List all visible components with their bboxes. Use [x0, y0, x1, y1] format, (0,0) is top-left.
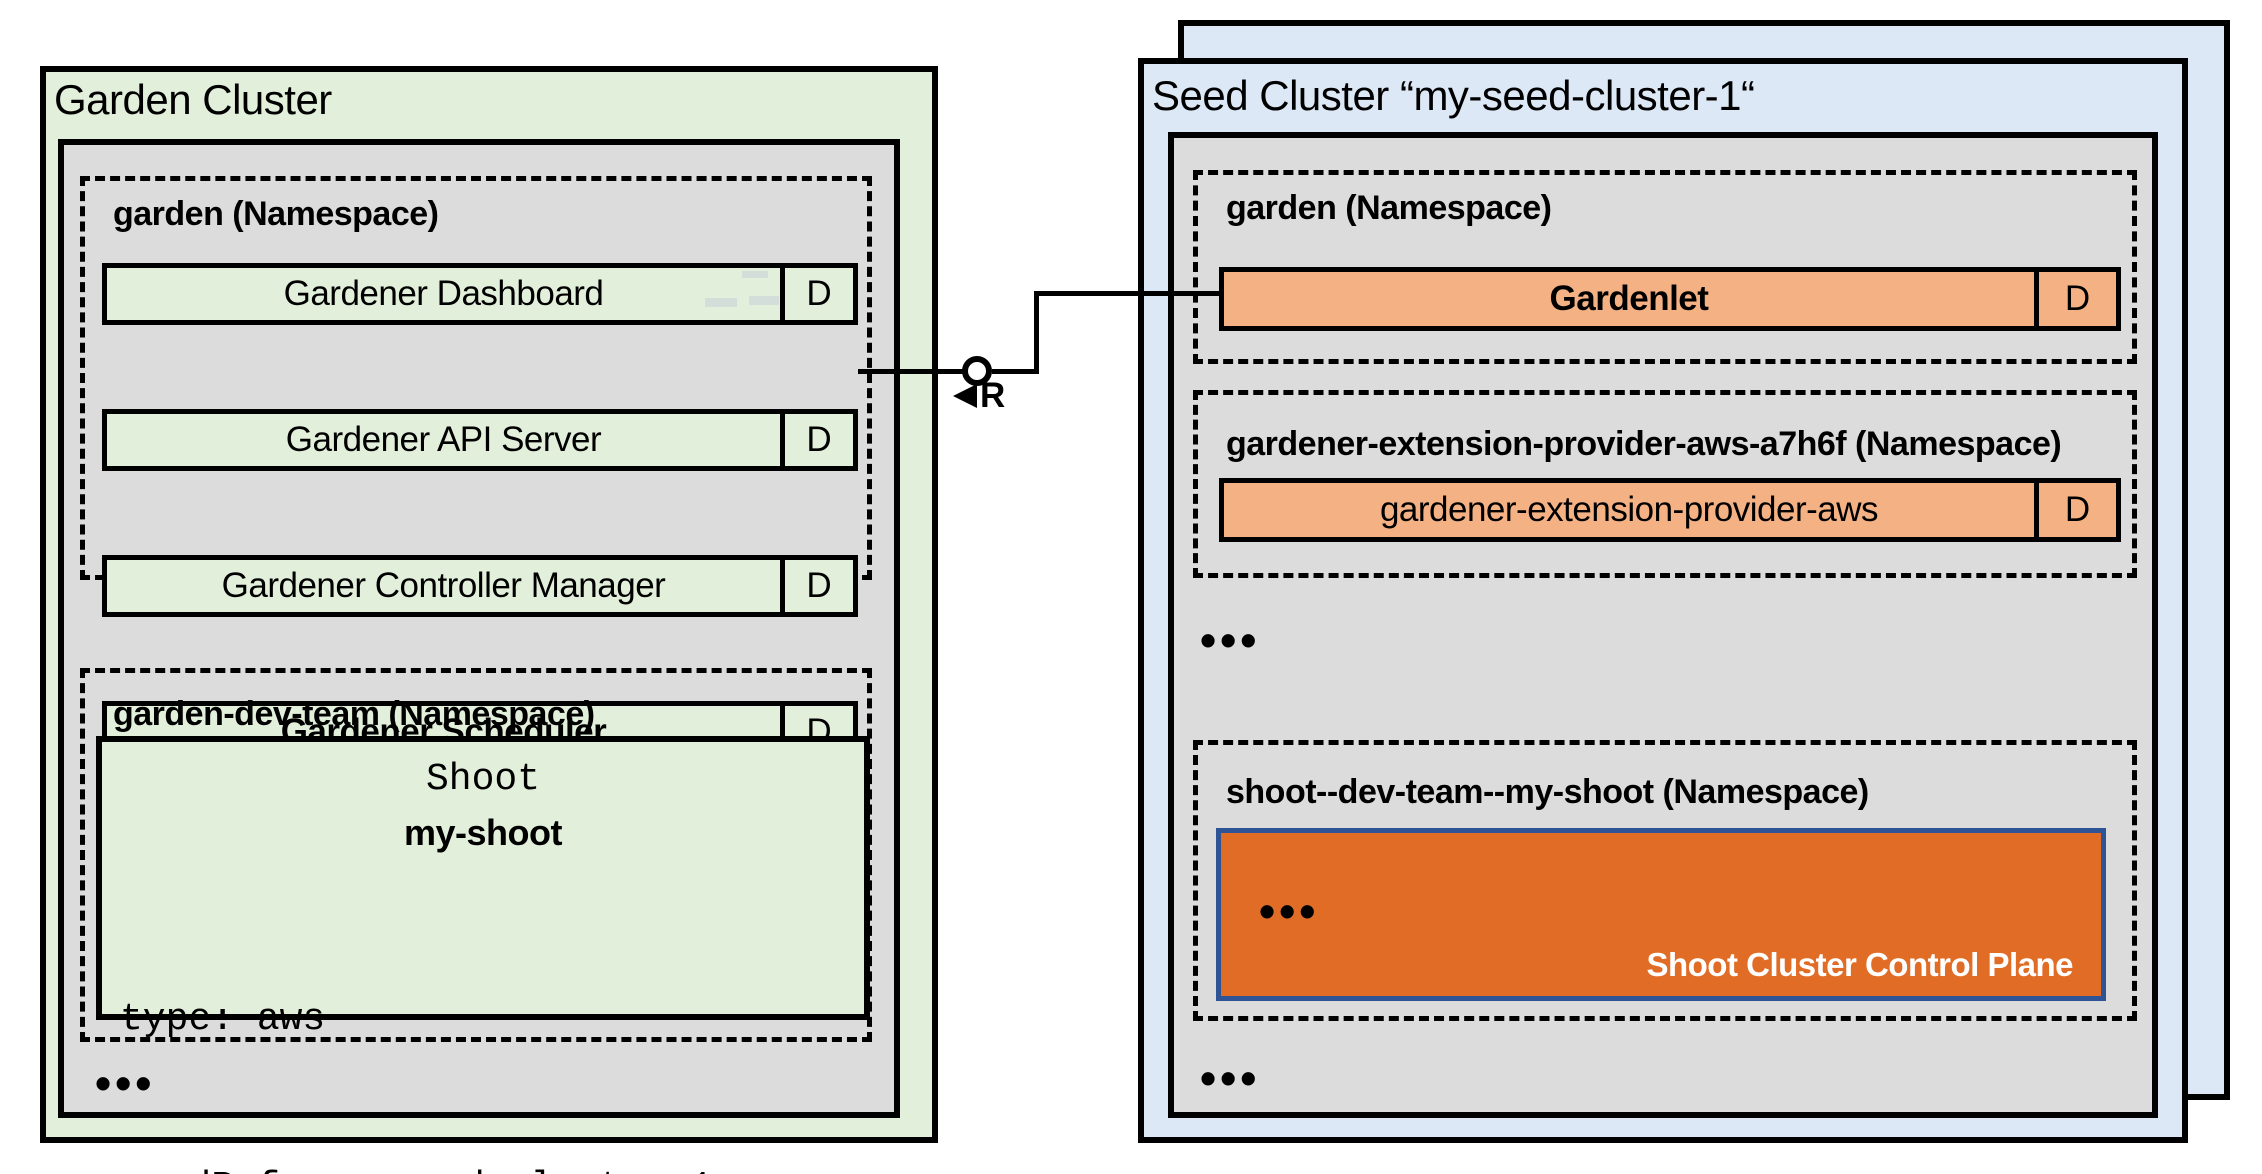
- garden-namespace-box: garden (Namespace) Gardener Dashboard D …: [80, 176, 872, 763]
- connector-line-segment: [992, 369, 1039, 374]
- shoot-resource-card: Shoot my-shoot type: aws seedRef: my-see…: [96, 736, 870, 1174]
- component-row-gardener-dashboard: Gardener Dashboard D: [102, 263, 858, 325]
- shoot-spec-type: type: aws: [120, 998, 326, 1041]
- extension-namespace-label: gardener-extension-provider-aws-a7h6f (N…: [1226, 425, 2062, 463]
- connector-line-segment: [1034, 293, 1039, 374]
- shoot-resource-kind: Shoot: [425, 758, 541, 801]
- more-components-indicator: •••: [1259, 885, 1320, 937]
- relation-label: R: [980, 376, 1006, 415]
- control-plane-label: Shoot Cluster Control Plane: [1646, 946, 2073, 983]
- component-label: Gardener Controller Manager: [221, 566, 666, 605]
- component-label: gardener-extension-provider-aws: [1379, 490, 1879, 529]
- render-artifact: [742, 271, 768, 278]
- garden-cluster-title: Garden Cluster: [54, 76, 332, 123]
- more-namespaces-indicator: •••: [1200, 614, 1261, 666]
- shoot-spec-seedref: seedRef: my-seed-cluster-1: [120, 1160, 713, 1174]
- more-namespaces-indicator: •••: [1200, 1052, 1261, 1104]
- deployment-badge: D: [780, 560, 853, 612]
- garden-cluster-box: Garden Cluster garden (Namespace) Garden…: [40, 66, 938, 1174]
- render-artifact: [705, 298, 737, 307]
- shoot-namespace-label: shoot--dev-team--my-shoot (Namespace): [1226, 773, 1869, 811]
- arrowhead-left-icon: [953, 384, 977, 408]
- deployment-badge: D: [780, 414, 853, 466]
- seed-garden-namespace-label: garden (Namespace): [1226, 189, 1552, 227]
- garden-cluster-panel: garden (Namespace) Gardener Dashboard D …: [58, 139, 900, 1174]
- deployment-badge: D: [780, 268, 853, 320]
- seed-cluster-box: Seed Cluster “my-seed-cluster-1“ garden …: [1138, 58, 2188, 1143]
- component-row-gardener-controller-manager: Gardener Controller Manager D: [102, 555, 858, 617]
- interface-circle: [962, 356, 992, 386]
- shoot-cluster-control-plane-box: ••• Shoot Cluster Control Plane: [1216, 828, 2106, 1001]
- component-row-gardener-extension-provider-aws: gardener-extension-provider-aws D: [1219, 478, 2121, 542]
- deployment-badge: D: [2034, 483, 2116, 537]
- deployment-badge: D: [2034, 272, 2116, 326]
- connector-line-segment: [1034, 291, 1219, 296]
- connector-line-segment: [858, 369, 964, 374]
- garden-dev-team-namespace-label: garden-dev-team (Namespace): [113, 695, 595, 733]
- shoot-namespace-box: shoot--dev-team--my-shoot (Namespace) ••…: [1193, 740, 2137, 1021]
- component-row-gardener-api-server: Gardener API Server D: [102, 409, 858, 471]
- garden-dev-team-namespace-box: garden-dev-team (Namespace) Shoot my-sho…: [80, 668, 872, 1174]
- component-label: Gardener API Server: [285, 420, 602, 459]
- component-row-gardenlet: Gardenlet D: [1219, 267, 2121, 331]
- garden-namespace-label: garden (Namespace): [113, 195, 439, 233]
- seed-cluster-panel: garden (Namespace) Gardenlet D gardener-…: [1168, 132, 2158, 1118]
- more-namespaces-indicator: •••: [95, 1057, 156, 1109]
- extension-namespace-box: gardener-extension-provider-aws-a7h6f (N…: [1193, 390, 2137, 578]
- component-label: Gardenlet: [1549, 279, 1709, 318]
- seed-garden-namespace-box: garden (Namespace) Gardenlet D: [1193, 170, 2137, 364]
- render-artifact: [749, 296, 779, 305]
- component-label: Gardener Dashboard: [283, 274, 604, 313]
- seed-cluster-title: Seed Cluster “my-seed-cluster-1“: [1152, 72, 1755, 119]
- shoot-resource-name: my-shoot: [404, 812, 563, 853]
